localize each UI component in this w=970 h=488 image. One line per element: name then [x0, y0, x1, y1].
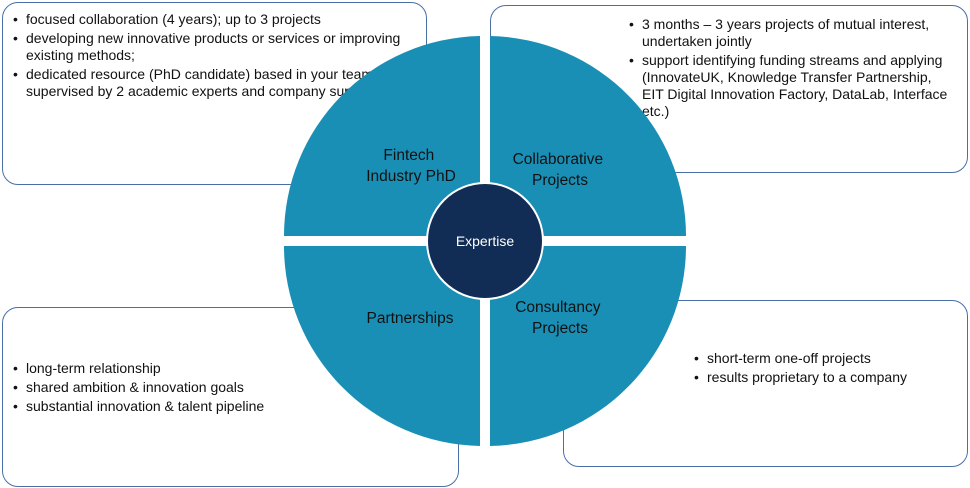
consultancy-label-line-1: Consultancy — [515, 299, 601, 316]
quadrant-fintech-industry-phd — [284, 36, 480, 236]
collaborative-label-line-2: Projects — [532, 172, 588, 189]
phd-bullet-3: dedicated resource (PhD candidate) based… — [13, 66, 416, 100]
phd-quadrant-label: Fintech Industry PhD — [366, 147, 456, 185]
consultancy-bullet-1: short-term one-off projects — [694, 350, 957, 367]
collaborative-bullet-1: 3 months – 3 years projects of mutual in… — [629, 16, 953, 50]
collaborative-info-box: 3 months – 3 years projects of mutual in… — [490, 5, 968, 173]
phd-label-line-1: Fintech — [383, 147, 434, 164]
quadrant-collaborative-projects — [490, 36, 686, 236]
partnerships-bullet-1: long-term relationship — [13, 360, 448, 377]
collaborative-label-line-1: Collaborative — [513, 151, 603, 168]
phd-bullet-2: developing new innovative products or se… — [13, 30, 416, 64]
partnerships-bullet-2: shared ambition & innovation goals — [13, 379, 448, 396]
partnerships-bullet-3: substantial innovation & talent pipeline — [13, 398, 448, 415]
quadrant-partnerships — [284, 246, 480, 446]
partnerships-quadrant-label: Partnerships — [366, 310, 453, 327]
consultancy-bullet-2: results proprietary to a company — [694, 369, 957, 386]
expertise-center-circle — [426, 182, 544, 300]
quadrant-consultancy-projects — [490, 246, 686, 446]
partnerships-bullet-list: long-term relationship shared ambition &… — [13, 360, 448, 415]
expertise-center-label: Expertise — [456, 233, 515, 249]
partnerships-label-line-1: Partnerships — [366, 310, 453, 327]
collaborative-quadrant-label: Collaborative Projects — [513, 151, 608, 189]
collaborative-bullet-2: support identifying funding streams and … — [629, 52, 953, 120]
consultancy-label-line-2: Projects — [532, 320, 588, 337]
consultancy-bullet-list: short-term one-off projects results prop… — [694, 350, 957, 386]
phd-bullet-list: focused collaboration (4 years); up to 3… — [13, 11, 416, 100]
phd-label-line-2: Industry PhD — [366, 168, 456, 185]
collaborative-bullet-list: 3 months – 3 years projects of mutual in… — [629, 16, 953, 120]
phd-bullet-1: focused collaboration (4 years); up to 3… — [13, 11, 416, 28]
consultancy-quadrant-label: Consultancy Projects — [515, 299, 605, 337]
